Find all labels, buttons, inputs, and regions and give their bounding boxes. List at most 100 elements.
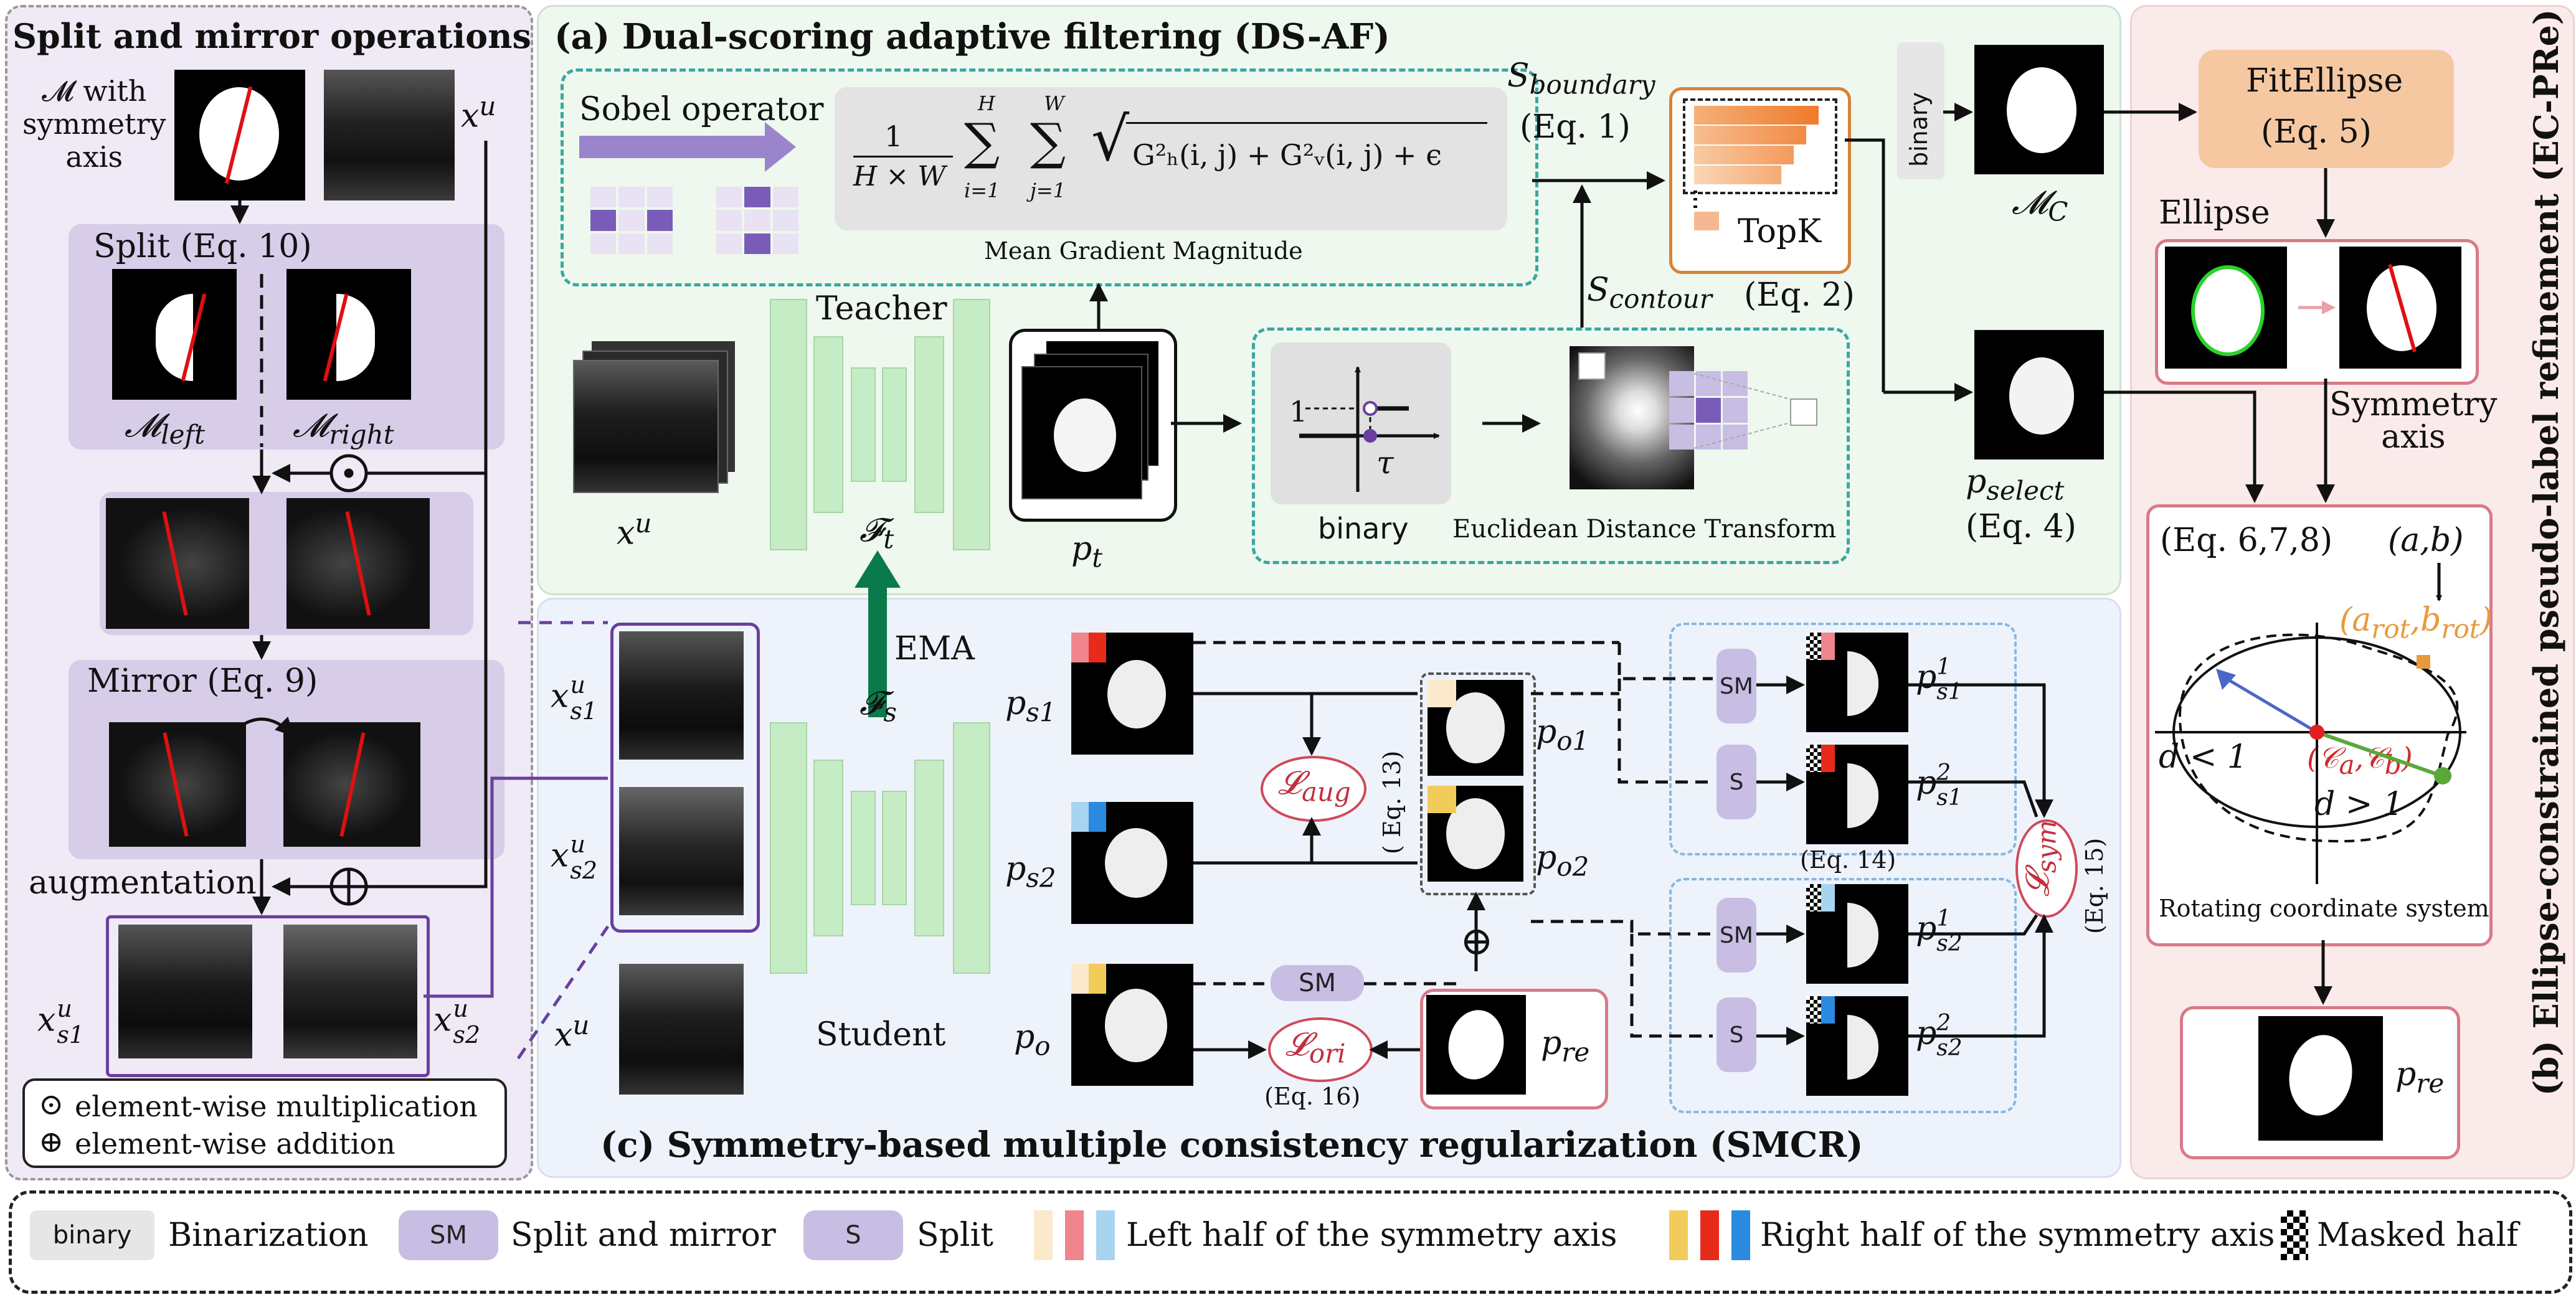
eq678-label: (Eq. 6,7,8)	[2160, 522, 2333, 559]
legend-masked-half: Masked half	[2317, 1217, 2519, 1254]
pt-label: pt	[1071, 530, 1103, 573]
xu-label-left: xu	[461, 91, 496, 135]
fit-ellipse-box	[2199, 50, 2454, 168]
pre-image-c	[1426, 995, 1526, 1095]
sm-pill-2: SM	[1717, 898, 1756, 973]
operator-legend	[22, 1078, 507, 1168]
p1s2-image	[1806, 884, 1908, 984]
po2-image	[1428, 786, 1523, 882]
sym-box-top	[1669, 623, 2017, 855]
p-select-image	[1974, 330, 2104, 459]
ellipse-label: Ellipse	[2159, 194, 2270, 232]
ema-arrow-shaft	[868, 585, 887, 717]
l-aug-label: 𝓛aug	[1278, 765, 1351, 808]
topk-bar-5	[1694, 212, 1719, 230]
l-aug-ellipse	[1261, 756, 1366, 822]
mc-label: 𝓜C	[2012, 184, 2068, 227]
ps2-image	[1071, 802, 1193, 924]
panel-a-title: (a) Dual-scoring adaptive filtering (DS-…	[554, 16, 1390, 57]
formula-denominator: H × W	[853, 161, 946, 192]
legend-mult-text: element-wise multiplication	[75, 1090, 478, 1123]
mask-right-image	[286, 269, 411, 400]
ab-label: (a,b)	[2388, 522, 2464, 559]
student-enc-5	[914, 760, 944, 936]
student-enc-3	[851, 791, 876, 905]
l-ori-label: 𝓛ori	[1286, 1026, 1346, 1069]
ps1-label: ps1	[1005, 685, 1056, 728]
symmetry-mask-image	[174, 70, 305, 200]
eq5-label: (Eq. 5)	[2261, 113, 2372, 151]
m-right-label: 𝓜right	[293, 407, 394, 450]
augmentation-label: augmentation	[29, 864, 257, 902]
xs1-image-left	[118, 925, 252, 1058]
sobel-arrow	[579, 136, 766, 158]
teacher-enc-1	[770, 299, 807, 550]
teacher-label: Teacher	[816, 290, 947, 327]
eq2-label: (Eq. 2)	[1744, 276, 1855, 314]
xs1-image-c	[619, 631, 744, 760]
xs2-image-c	[619, 787, 744, 915]
mirror-left-image	[109, 722, 246, 847]
xu-stack-1	[573, 360, 719, 493]
legend-right-swatch-3	[1731, 1210, 1750, 1260]
legend-left-swatch-2	[1065, 1210, 1084, 1260]
legend-split-mirror: Split and mirror	[511, 1217, 776, 1254]
edt-label: Euclidean Distance Transform	[1452, 515, 1837, 544]
teacher-enc-5	[914, 336, 944, 513]
formula-sum1: ∑	[964, 113, 1000, 171]
legend-left-swatch-3	[1096, 1210, 1115, 1260]
formula-sum1-top: H	[978, 92, 995, 115]
teacher-enc-3	[851, 367, 876, 482]
binary-fn-label: binary	[1318, 512, 1409, 545]
mirror-right-image	[283, 722, 420, 847]
s-pill-2: S	[1717, 997, 1756, 1072]
s-contour-label: Scontour	[1587, 271, 1712, 314]
po2-label: po2	[1536, 839, 1589, 882]
student-label: Student	[816, 1016, 946, 1053]
topk-bar-4	[1694, 166, 1781, 184]
sm-pill-1: SM	[1717, 649, 1756, 723]
topk-label: TopK	[1738, 213, 1822, 250]
arot-label: (arot,brot)	[2339, 601, 2493, 644]
eq14-label: (Eq. 14)	[1800, 846, 1896, 874]
po1-image	[1428, 680, 1523, 776]
teacher-enc-4	[882, 367, 907, 482]
topk-bar-3	[1694, 146, 1794, 164]
sobel-kernel-v	[716, 187, 798, 254]
mirror-label: Mirror (Eq. 9)	[87, 662, 318, 700]
eq1-label: (Eq. 1)	[1520, 108, 1631, 146]
formula-body: G²ₕ(i, j) + G²ᵥ(i, j) + ϵ	[1132, 138, 1442, 172]
formula-sum2-bot: j=1	[1030, 179, 1066, 202]
xu-image-c	[619, 964, 744, 1095]
ema-arrow-head	[855, 550, 901, 588]
pre-label-b: pre	[2395, 1056, 2445, 1099]
eq16-label: (Eq. 16)	[1264, 1083, 1361, 1110]
panel-c-title: (c) Symmetry-based multiple consistency …	[600, 1124, 1863, 1166]
ellipse-fit-image	[2165, 247, 2287, 369]
legend-right-swatch-2	[1700, 1210, 1719, 1260]
symmetry-axis-label: Symmetry axis	[2329, 386, 2498, 456]
sm-pill-po: SM	[1271, 965, 1364, 1001]
p2s2-image	[1806, 996, 1908, 1096]
formula-sqrt-bar	[1126, 122, 1487, 124]
formula-numerator: 1	[884, 120, 903, 153]
teacher-enc-2	[813, 336, 843, 513]
binary-fn-box	[1271, 342, 1451, 504]
student-enc-6	[953, 722, 990, 974]
xu-label-a: xu	[617, 508, 652, 552]
legend-add-text: element-wise addition	[75, 1127, 395, 1161]
legend-binary-tag: binary	[30, 1210, 154, 1260]
l-sym-ellipse	[2015, 819, 2078, 918]
legend-right-swatch-1	[1669, 1210, 1688, 1260]
sobel-label: Sobel operator	[579, 91, 824, 128]
formula-sum2: ∑	[1030, 113, 1066, 171]
legend-s-pill: S	[803, 1210, 903, 1260]
left-panel-title: Split and mirror operations	[12, 16, 531, 56]
mask-caption: 𝓜 with symmetry axis	[22, 74, 166, 174]
pre-label-c: pre	[1541, 1025, 1590, 1068]
